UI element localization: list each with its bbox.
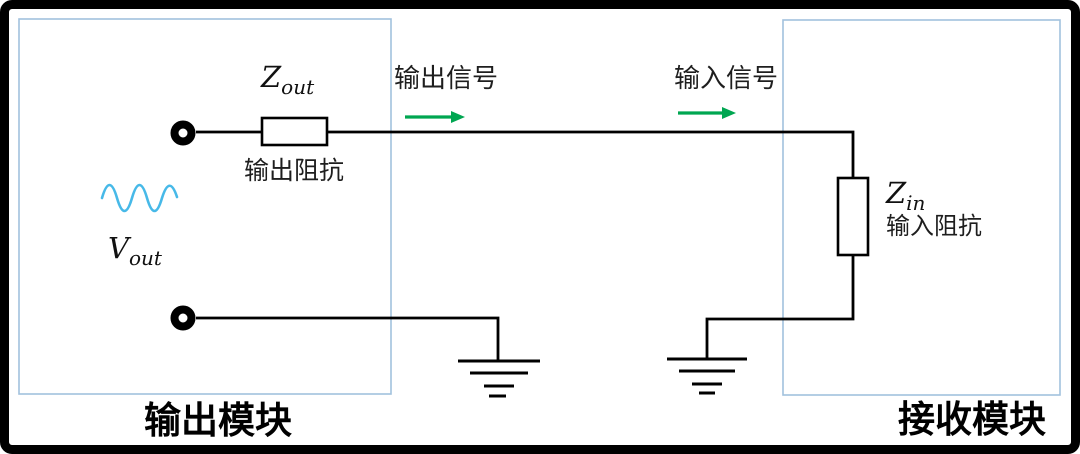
v-out-base: V	[108, 231, 129, 265]
receiver-module-box	[782, 19, 1061, 396]
z-out-base: Z	[261, 60, 282, 94]
v-out-sub: out	[128, 245, 162, 270]
input-signal-arrow-icon	[678, 107, 736, 119]
v-out-symbol-label: Vout	[108, 231, 162, 268]
output-impedance-label: 输出阻抗	[244, 156, 345, 185]
output-signal-label: 输出信号	[394, 64, 499, 94]
return-wire	[196, 316, 500, 361]
signal-wire	[196, 130, 855, 359]
sine-wave-icon	[100, 183, 179, 213]
output-terminal-top-icon	[170, 120, 196, 146]
z-in-symbol-label: Zin	[886, 176, 925, 213]
z-in-sub: in	[906, 190, 926, 215]
ground-symbol-left-icon	[458, 359, 540, 398]
resistor-input-impedance	[836, 176, 870, 257]
output-signal-arrow-icon	[405, 111, 465, 123]
resistor-output-impedance	[260, 116, 329, 147]
z-out-sub: out	[281, 74, 315, 99]
z-out-symbol-label: Zout	[261, 60, 314, 97]
ground-symbol-right-icon	[667, 357, 747, 395]
output-module-title: 输出模块	[144, 400, 292, 441]
output-terminal-bottom-icon	[170, 305, 196, 331]
input-impedance-label: 输入阻抗	[886, 212, 982, 240]
input-signal-label: 输入信号	[674, 64, 779, 94]
receiver-module-title: 接收模块	[898, 399, 1046, 440]
z-in-base: Z	[886, 176, 907, 210]
output-module-box	[18, 18, 392, 395]
